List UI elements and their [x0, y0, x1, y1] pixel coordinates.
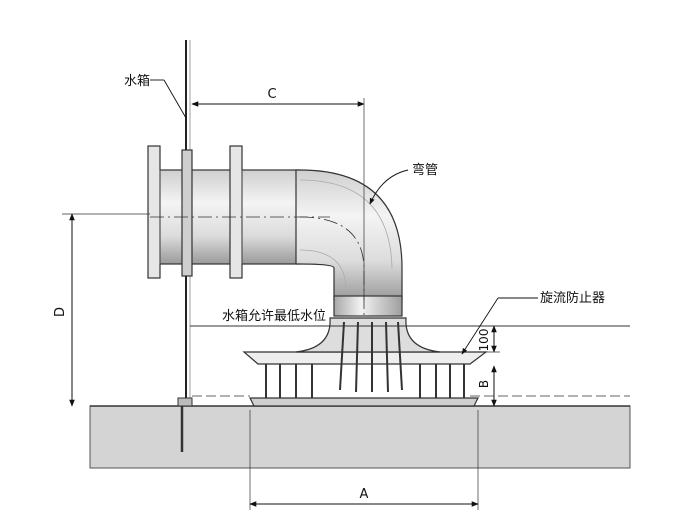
dimension-c-label: C: [267, 87, 276, 102]
dimension-a-label: A: [360, 487, 369, 502]
vertical-pipe: [333, 295, 403, 317]
anti-vortex-device: [242, 317, 488, 407]
dimension-d-label: D: [53, 307, 68, 317]
tank-label: 水箱: [124, 73, 150, 89]
anti-vortex-label: 旋流防止器: [540, 290, 605, 306]
anchor-bolt: [177, 397, 193, 407]
elbow-pipe: [295, 169, 403, 301]
ground-slab: [89, 405, 631, 469]
dimension-100-label: 100: [477, 329, 491, 352]
pipe-flange-left: [147, 145, 161, 279]
pipe-flange-wall: [181, 149, 193, 277]
pipe-flange-right: [229, 145, 243, 279]
elbow-label: 弯管: [412, 162, 438, 178]
min-water-level-label: 水箱允许最低水位: [222, 308, 326, 324]
dimension-b-label: B: [477, 380, 491, 388]
